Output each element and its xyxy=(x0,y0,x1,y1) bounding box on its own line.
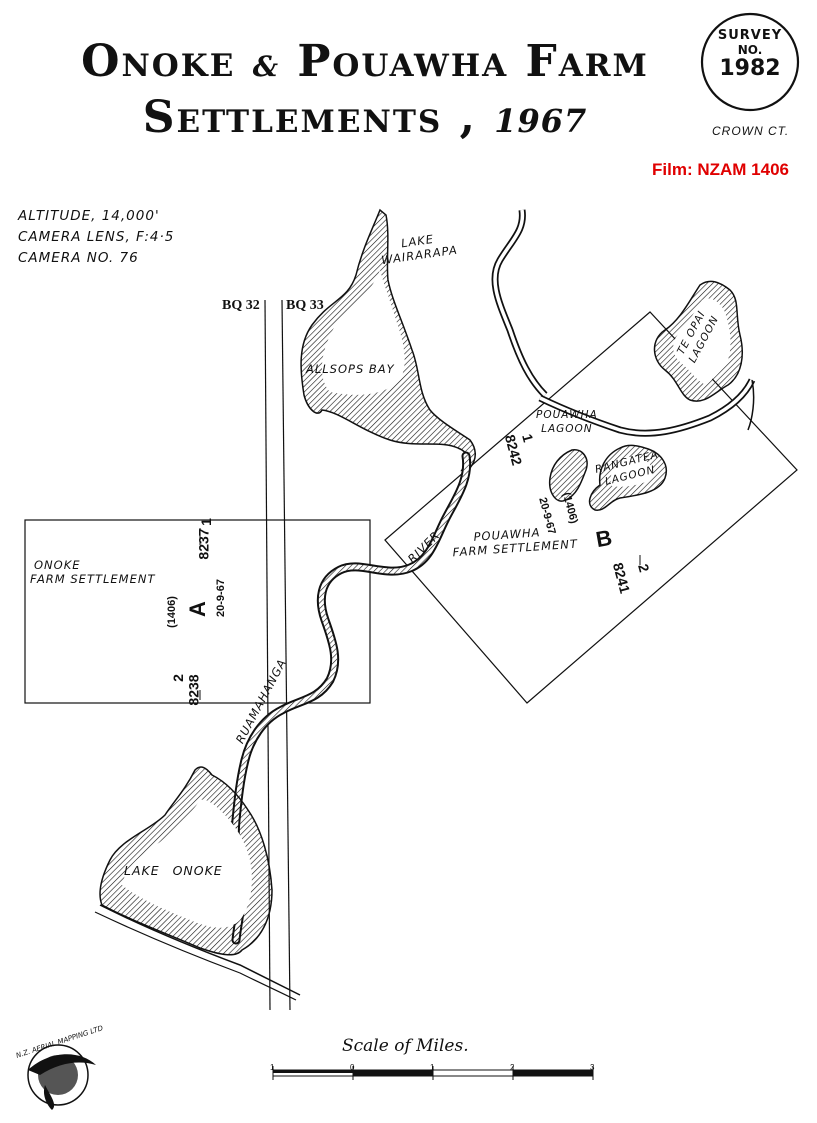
survey-number: 1982 xyxy=(719,56,781,81)
survey-seal xyxy=(700,12,800,112)
camera-number-text: CAMERA NO. 76 xyxy=(18,250,139,266)
block-a-film: (1406) xyxy=(165,596,178,628)
title-year: 1967 xyxy=(494,102,588,140)
altitude-text: ALTITUDE, 14,000' xyxy=(18,208,160,224)
grid-label-bq33: BQ 33 xyxy=(286,298,324,313)
title-onoke: Onoke xyxy=(81,36,236,87)
title-settlements: Settlements , xyxy=(142,92,477,143)
aerial-mapping-logo xyxy=(27,1044,96,1110)
scale-tick-0: 0 xyxy=(350,1063,355,1072)
block-b-boundary xyxy=(384,311,798,704)
lens-text: CAMERA LENS, F:4·5 xyxy=(18,229,175,245)
survey-no: NO. xyxy=(737,43,763,57)
film-number: Film: NZAM 1406 xyxy=(652,160,789,179)
label-lake-onoke: LAKE ONOKE xyxy=(124,863,223,878)
scale-tick-1-left: 1 xyxy=(270,1063,275,1072)
scale-tick-3: 3 xyxy=(590,1063,595,1072)
block-a-letter: A xyxy=(184,601,210,617)
block-a-date: 20-9-67 xyxy=(214,579,227,617)
block-a-run-top: 1 xyxy=(197,518,214,526)
survey-seal-text: SURVEY NO. 1982 xyxy=(702,28,798,81)
label-pouawha-lagoon: POUAWHA LAGOON xyxy=(536,409,598,435)
scale-title: Scale of Miles. xyxy=(342,1036,469,1056)
block-a-frame-bottom: 8238 xyxy=(185,674,202,706)
block-a-boundary xyxy=(24,519,371,704)
grid-line-bq33 xyxy=(281,299,291,1011)
title-line-2: Settlements , 1967 xyxy=(40,92,690,143)
title-line-1: Onoke & Pouawha Farm xyxy=(40,36,690,87)
scale-tick-1: 1 xyxy=(430,1063,435,1072)
pouawha-lagoon xyxy=(548,449,588,502)
coastline xyxy=(99,904,301,996)
label-allsops-bay: ALLSOPS BAY xyxy=(306,362,395,376)
block-a-frame-top: 8237 xyxy=(195,528,212,560)
camera-info: ALTITUDE, 14,000' CAMERA LENS, F:4·5 CAM… xyxy=(18,206,174,269)
upper-river xyxy=(491,209,548,398)
label-onoke-farm: ONOKE FARM SETTLEMENT xyxy=(30,558,156,586)
title-ampersand: & xyxy=(252,50,280,83)
scale-bar xyxy=(272,1066,594,1080)
scale-tick-2: 2 xyxy=(510,1063,515,1072)
grid-label-bq32: BQ 32 xyxy=(222,298,260,313)
survey-word: SURVEY xyxy=(717,28,783,43)
title-pouawha-farm: Pouawha Farm xyxy=(297,36,649,87)
block-a-run-bottom: 2 xyxy=(169,674,186,682)
crown-copyright: CROWN CT. xyxy=(712,124,790,138)
